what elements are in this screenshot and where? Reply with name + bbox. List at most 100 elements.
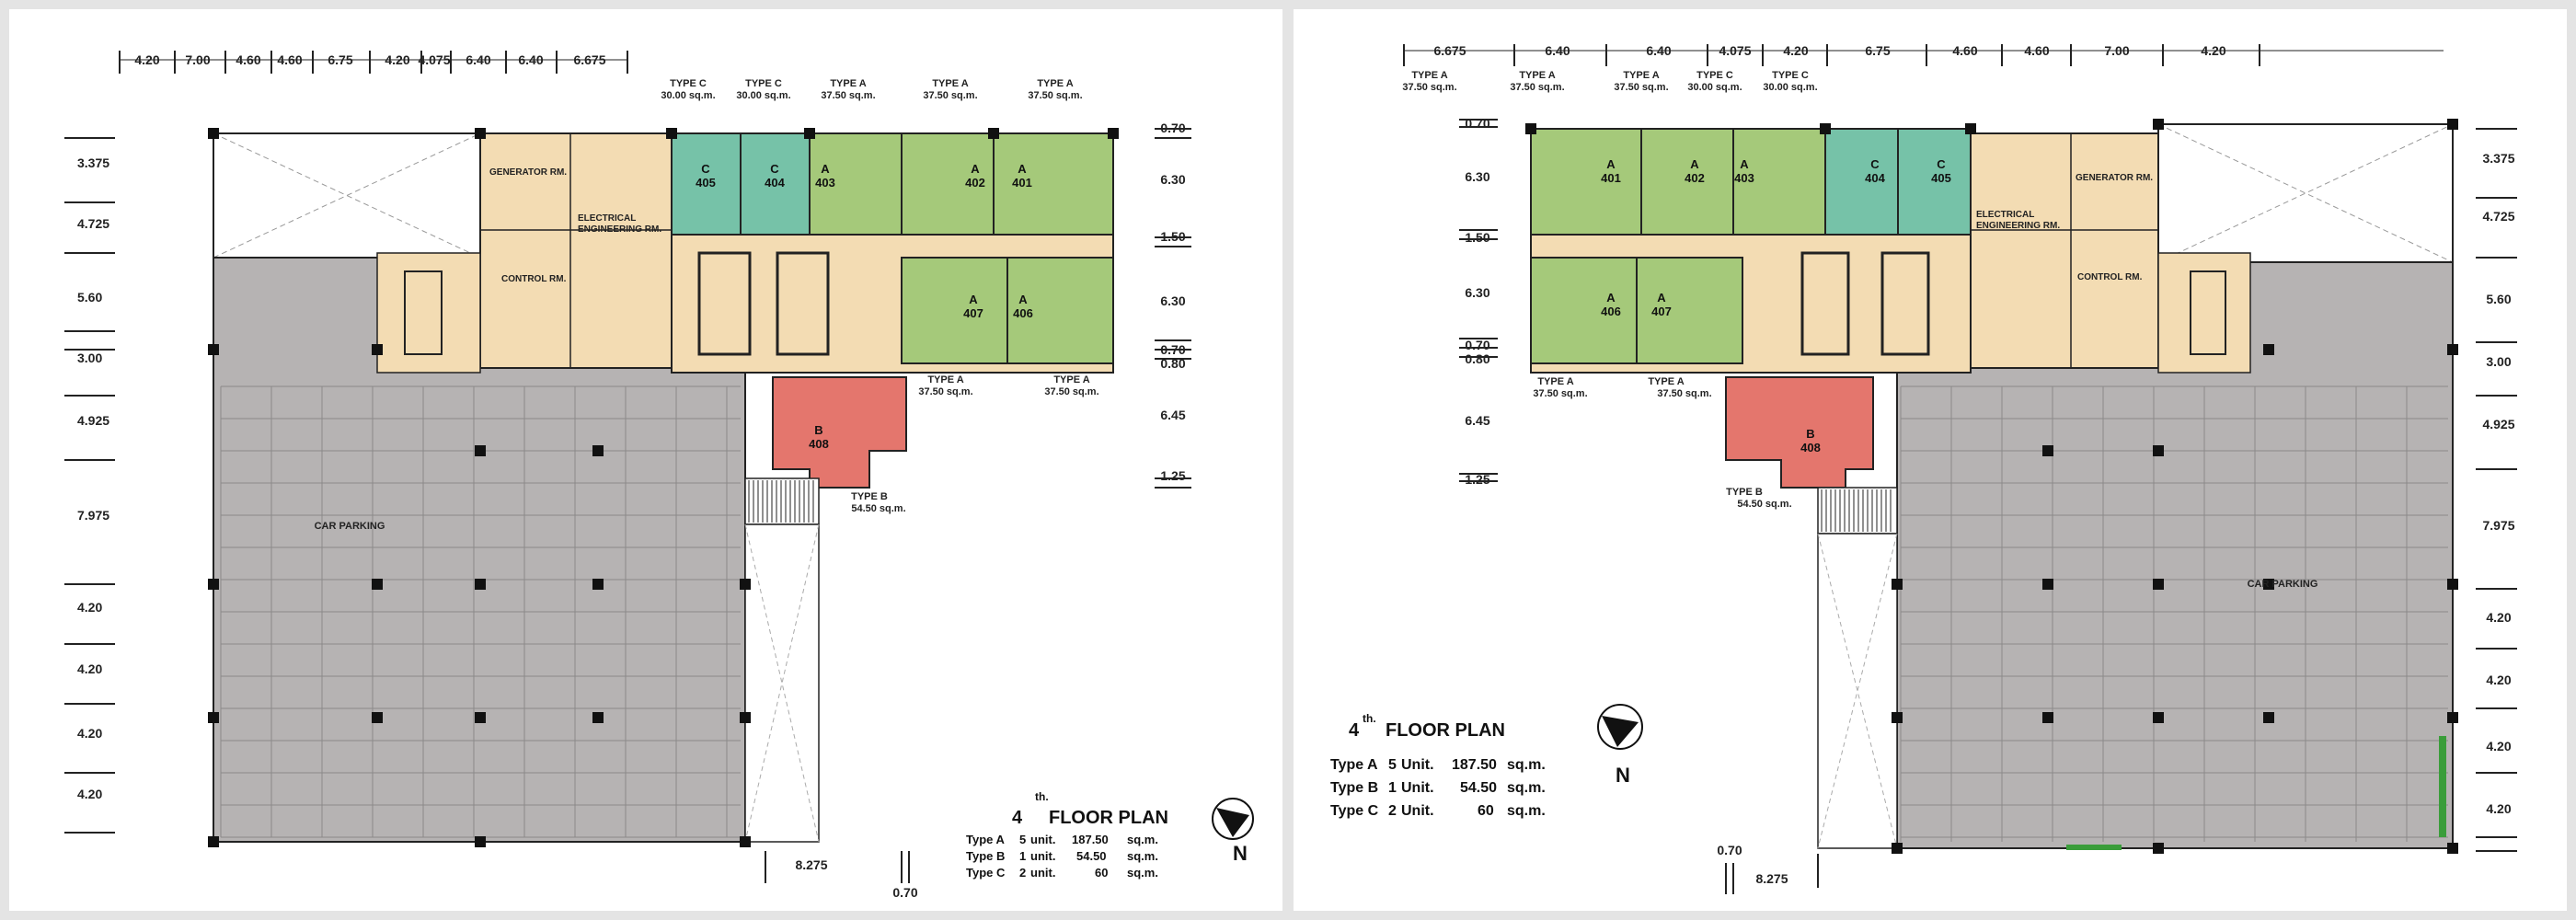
top-dim: 7.00	[185, 52, 210, 67]
type-area: 37.50 sq.m.	[1510, 82, 1564, 93]
left-dim: 1.50	[1465, 230, 1489, 245]
type-label: TYPE A	[1053, 374, 1089, 385]
right-dim: 6.30	[1160, 293, 1185, 308]
left-dimension-bar: 0.70 6.30 1.50 6.30 0.70 0.80 6.45 1.25	[1459, 116, 1498, 487]
north-arrow-icon: N	[1212, 798, 1254, 865]
top-dim: 6.75	[328, 52, 352, 67]
type-b-label: TYPE B	[1726, 487, 1763, 498]
unit-letter: C	[770, 162, 779, 176]
svg-text:54.50: 54.50	[1076, 849, 1107, 863]
car-parking-label: CAR PARKING	[315, 521, 385, 532]
type-b-area: 54.50 sq.m.	[851, 503, 905, 514]
unit-number: 401	[1012, 176, 1032, 190]
type-label: TYPE A	[1537, 376, 1573, 387]
unit-letter: C	[1937, 157, 1946, 171]
legend-title: FLOOR PLAN	[1049, 808, 1168, 828]
unit-letter: C	[1870, 157, 1880, 171]
electrical-room-label: ELECTRICAL	[578, 213, 636, 224]
type-label: TYPE C	[670, 78, 707, 89]
left-dim: 3.375	[77, 155, 109, 170]
svg-text:unit.: unit.	[1030, 833, 1055, 846]
type-label: TYPE A	[1037, 78, 1073, 89]
svg-text:2: 2	[1019, 866, 1026, 880]
unit-labels: A 401 A 402 A 403 C 404 C 405 A 406 A 40…	[1601, 157, 1951, 454]
left-dim: 4.20	[77, 600, 102, 615]
svg-text:1: 1	[1019, 849, 1026, 863]
right-dim: 1.50	[1160, 229, 1185, 244]
north-label: N	[1233, 842, 1248, 865]
type-b-area: 54.50 sq.m.	[1737, 499, 1791, 510]
unit-number: 404	[765, 176, 785, 190]
svg-text:sq.m.: sq.m.	[1507, 780, 1546, 796]
type-label: TYPE A	[1648, 376, 1684, 387]
unit-letter: A	[969, 293, 978, 306]
type-area: 37.50 sq.m.	[1657, 388, 1711, 399]
right-dim: 3.375	[2482, 151, 2514, 166]
left-dim: 6.30	[1465, 285, 1489, 300]
floor-plan-legend: th. 4 FLOOR PLAN Type A 5 unit. 187.50 s…	[966, 790, 1168, 880]
right-dim: 7.975	[2482, 518, 2514, 533]
legend-num: 4	[1012, 808, 1023, 828]
electrical-room-label: ELECTRICAL	[1976, 210, 2034, 220]
type-label: TYPE A	[932, 78, 968, 89]
type-label: TYPE C	[1696, 70, 1733, 81]
top-dimension-bar: 6.675 6.40 6.40 4.075 4.20 6.75 4.60 4.6…	[1403, 43, 2444, 66]
unit-number: 404	[1865, 171, 1885, 185]
right-dim: 4.20	[2486, 673, 2511, 687]
svg-text:Type A: Type A	[966, 833, 1006, 846]
electrical-room-label: ENGINEERING RM.	[578, 224, 661, 235]
left-dim: 5.60	[77, 290, 102, 305]
top-dim: 4.075	[418, 52, 450, 67]
unit-letter: A	[1606, 157, 1616, 171]
top-dim: 4.20	[1783, 43, 1808, 58]
unit-number: 403	[815, 176, 835, 190]
right-dim: 4.925	[2482, 417, 2514, 431]
unit-labels: C 405 C 404 A 403 A 402 A 401 A 407 A 40…	[696, 162, 1033, 451]
room-labels: GENERATOR RM. ELECTRICAL ENGINEERING RM.…	[315, 167, 662, 532]
top-dim: 6.675	[1433, 43, 1466, 58]
top-dim: 6.40	[1646, 43, 1671, 58]
svg-text:187.50: 187.50	[1072, 833, 1109, 846]
svg-text:2: 2	[1388, 803, 1397, 819]
top-dim: 6.675	[573, 52, 605, 67]
right-dim: 3.00	[2486, 354, 2511, 369]
unit-letter: A	[1606, 291, 1616, 305]
type-area: 37.50 sq.m.	[1533, 388, 1587, 399]
type-area: 37.50 sq.m.	[1028, 90, 1082, 101]
north-arrow-icon: N	[1597, 704, 1643, 787]
type-area: 37.50 sq.m.	[1044, 386, 1098, 397]
svg-text:Unit.: Unit.	[1401, 757, 1434, 773]
bottom-dim: 8.275	[795, 857, 827, 872]
svg-text:Type A: Type A	[1330, 757, 1378, 773]
unit-letter: B	[1806, 427, 1814, 441]
right-dim: 0.70	[1160, 342, 1185, 357]
room-labels: GENERATOR RM. ELECTRICAL ENGINEERING RM.…	[1976, 173, 2317, 590]
left-dim: 4.925	[77, 413, 109, 428]
top-dim: 4.60	[2024, 43, 2049, 58]
legend-row: Type A 5 Unit. 187.50 sq.m.	[1330, 757, 1546, 773]
top-dim: 4.60	[236, 52, 260, 67]
left-dim: 0.70	[1465, 116, 1489, 131]
svg-text:187.50: 187.50	[1452, 757, 1497, 773]
generator-room-label: GENERATOR RM.	[489, 167, 567, 178]
right-dim: 4.20	[2486, 610, 2511, 625]
top-dim: 4.20	[134, 52, 159, 67]
right-dimension-bar: 0.70 6.30 1.50 6.30 0.70 0.80 6.45 1.25	[1155, 121, 1191, 489]
right-dim: 1.25	[1160, 468, 1185, 483]
legend-sup: th.	[1035, 790, 1049, 803]
svg-text:Type B: Type B	[966, 849, 1005, 863]
legend-sup: th.	[1363, 712, 1376, 725]
floor-plan-legend: 4 th. FLOOR PLAN Type A 5 Unit. 187.50 s…	[1330, 712, 1546, 819]
unit-letter: A	[1018, 293, 1028, 306]
legend-row: Type B 1 unit. 54.50 sq.m.	[966, 849, 1158, 863]
building-footprint	[208, 128, 1119, 847]
svg-text:Type C: Type C	[1330, 803, 1379, 819]
right-dim: 4.20	[2486, 801, 2511, 816]
type-area: 37.50 sq.m.	[1402, 82, 1456, 93]
svg-text:54.50: 54.50	[1460, 780, 1497, 796]
left-dim: 7.975	[77, 508, 109, 523]
left-dim: 6.45	[1465, 413, 1489, 428]
unit-letter: A	[1740, 157, 1749, 171]
generator-room-label: GENERATOR RM.	[2076, 173, 2153, 183]
type-labels-top: TYPE A 37.50 sq.m. TYPE A 37.50 sq.m. TY…	[1402, 70, 1817, 93]
